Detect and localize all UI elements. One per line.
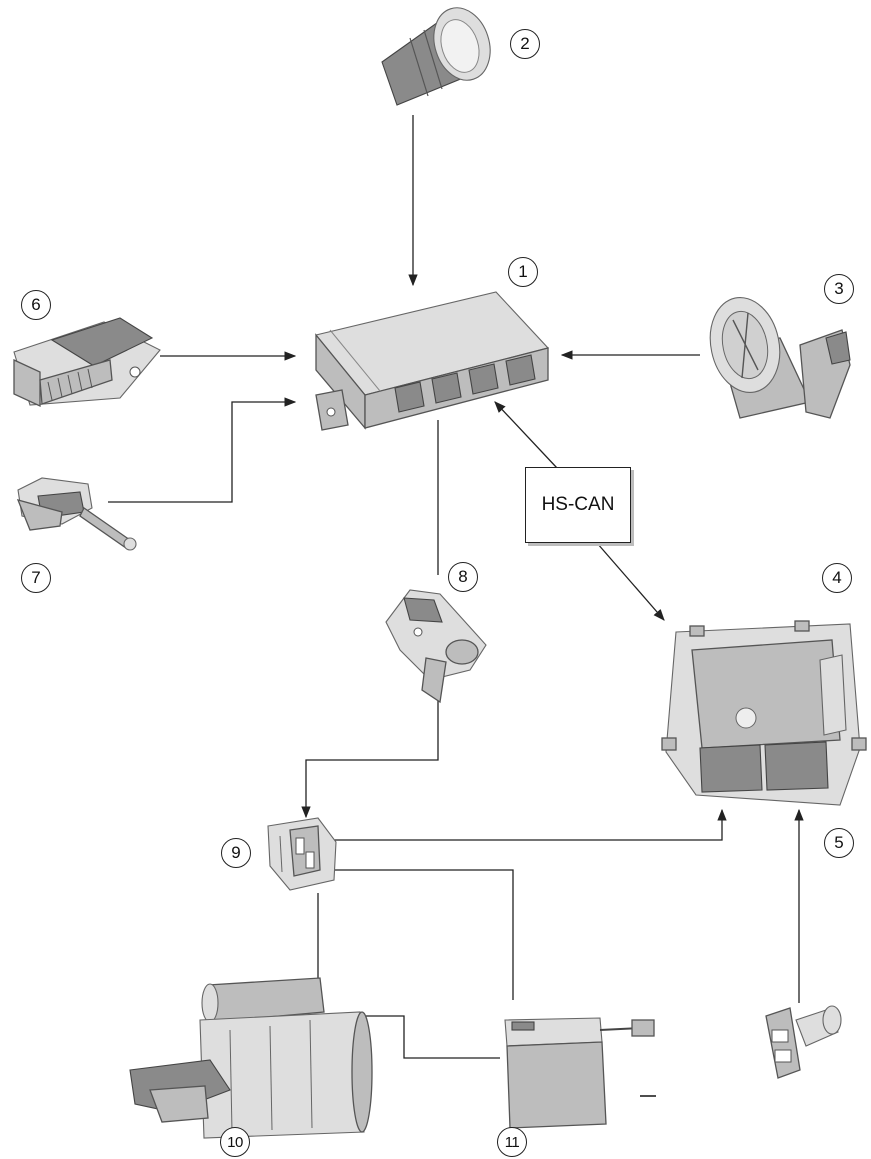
callout-7: 7 [21, 563, 51, 593]
start-stop-button-illustration [382, 0, 499, 105]
wire-9-to-11 [333, 870, 513, 1000]
central-control-module-illustration [316, 292, 548, 430]
callout-6: 6 [21, 290, 51, 320]
sensor-5-illustration [766, 1006, 841, 1078]
callout-8: 8 [448, 562, 478, 592]
callout-11: 11 [497, 1127, 527, 1157]
sensor-8-illustration [386, 590, 486, 702]
relay-9-illustration [268, 818, 336, 890]
battery-illustration [505, 1018, 656, 1128]
callout-10: 10 [220, 1127, 250, 1157]
edge-7-to-1 [108, 402, 295, 502]
sensor-3-illustration [702, 291, 850, 418]
sensor-7-illustration [18, 478, 136, 550]
callout-4: 4 [822, 563, 852, 593]
edge-9-to-4 [333, 810, 722, 840]
engine-control-module-illustration [662, 621, 866, 805]
callout-9: 9 [221, 838, 251, 868]
edge-hscan-to-4 [597, 543, 664, 620]
edge-8-to-9 [306, 700, 438, 817]
callout-2: 2 [510, 29, 540, 59]
callout-5: 5 [824, 828, 854, 858]
hs-can-bus-label: HS-CAN [525, 467, 631, 543]
callout-3: 3 [824, 274, 854, 304]
edge-hscan-to-1 [495, 402, 557, 468]
callout-1: 1 [508, 257, 538, 287]
starter-motor-illustration [130, 978, 372, 1138]
sensor-6-illustration [14, 318, 160, 406]
